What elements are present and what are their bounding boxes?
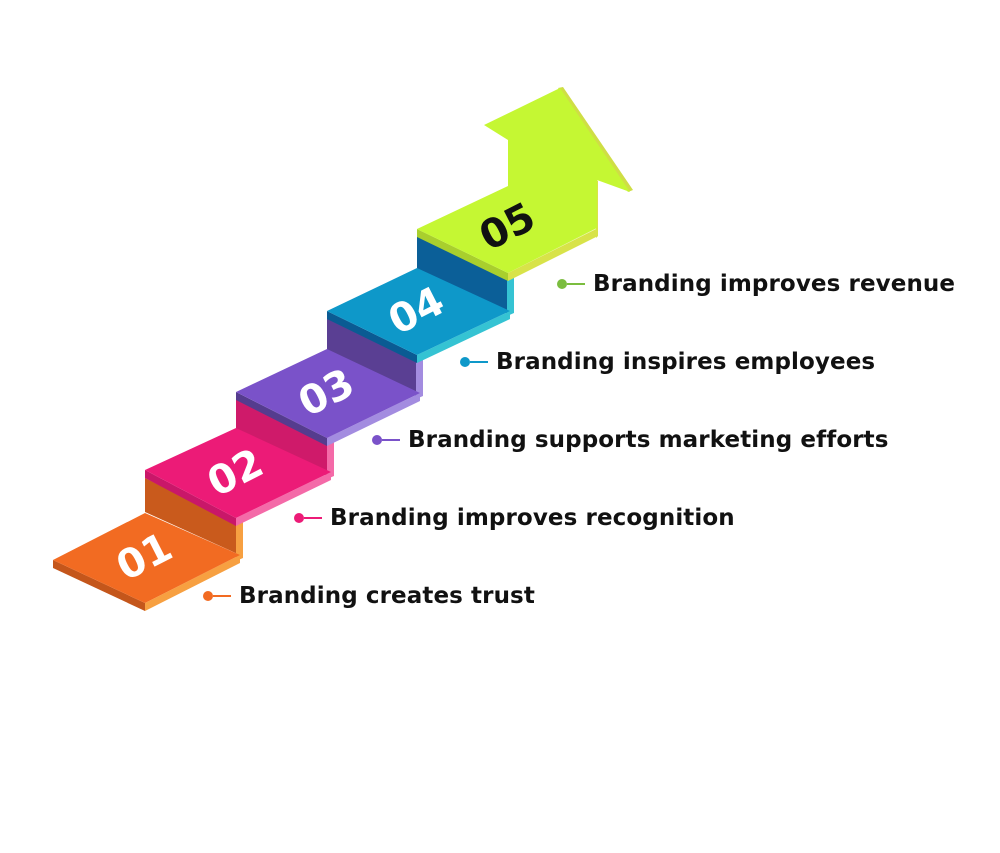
step-01-label-text: Branding creates trust [239,583,535,609]
step-03-edge-left [236,392,327,446]
step-02: 02 [145,395,334,526]
bullet-dot-icon [203,591,213,601]
step-01-edge-right [145,555,240,611]
step-01-top [53,513,240,603]
connector-line [213,595,231,597]
step-04-edge-left [327,311,417,363]
connector-line [382,439,400,441]
step-03-edge-right [327,393,420,446]
step-05-top [417,88,630,273]
step-01-riser [145,478,240,555]
step-02-top [145,428,331,518]
step-01-edge-left [53,560,145,611]
step-03-label: Branding supports marketing efforts [372,427,889,453]
connector-line [470,361,488,363]
step-03-riser-edge [416,353,423,399]
step-04-label-text: Branding inspires employees [496,349,876,375]
step-04-label: Branding inspires employees [460,349,875,375]
step-04-edge-right [417,311,510,363]
connector-line [304,517,322,519]
bullet-dot-icon [557,279,567,289]
bullet-dot-icon [372,435,382,445]
step-05-label-text: Branding improves revenue [593,271,956,297]
bullet-dot-icon [294,513,304,523]
step-03-top [236,349,420,438]
step-04: 04 [327,232,514,363]
step-04-riser [417,232,510,315]
step-04-top [327,268,510,355]
step-02-edge-left [145,470,236,526]
step-03-riser [327,313,420,398]
step-03: 03 [236,313,423,446]
step-02-riser [236,395,331,478]
step-05-edge-left [417,229,508,281]
step-02-label-text: Branding improves recognition [330,505,735,531]
connector-line [567,283,585,285]
step-01-label: Branding creates trust [203,583,535,609]
step-03-label-text: Branding supports marketing efforts [408,427,889,453]
step-05-arrow: 05 [417,87,633,281]
step-02-label: Branding improves recognition [294,505,735,531]
bullet-dot-icon [460,357,470,367]
step-01-riser-edge [236,520,243,561]
step-04-riser-edge [507,271,514,316]
step-02-riser-edge [327,435,334,479]
step-05-label: Branding improves revenue [557,271,955,297]
step-05-edge-right [508,228,598,281]
step-01: 01 [53,478,243,611]
step-02-edge-right [236,472,331,526]
